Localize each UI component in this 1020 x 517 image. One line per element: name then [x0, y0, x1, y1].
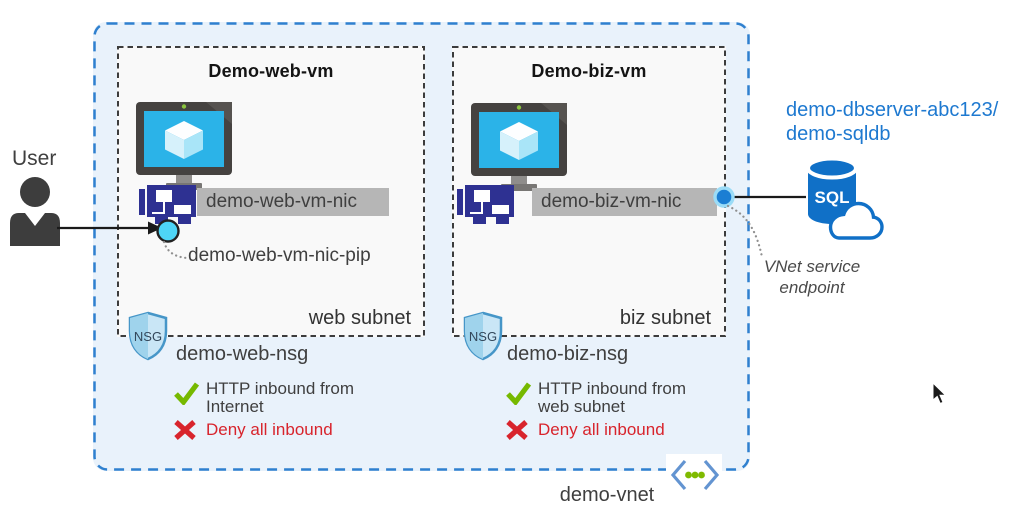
biz-nsg-shield-icon: NSG	[463, 311, 503, 361]
service-endpoint-line2: endpoint	[779, 278, 845, 297]
web-nsg-badge-text: NSG	[134, 329, 162, 344]
virtual-network-icon	[671, 459, 719, 491]
web-deny-rule-text: Deny all inbound	[206, 420, 333, 439]
service-endpoint-label: VNet service endpoint	[752, 256, 872, 298]
sql-db-name: demo-sqldb	[786, 123, 891, 145]
biz-vm-title: Demo-biz-vm	[531, 61, 647, 81]
web-nsg-shield-icon: NSG	[128, 311, 168, 361]
web-nsg-name: demo-web-nsg	[176, 343, 309, 365]
sql-server-name: demo-dbserver-abc123/	[786, 99, 999, 121]
biz-deny-rule-text: Deny all inbound	[538, 420, 665, 439]
biz-nic-label: demo-biz-vm-nic	[532, 188, 717, 216]
biz-nic-icon	[457, 185, 514, 224]
biz-nsg-badge-text: NSG	[469, 329, 497, 344]
web-vm-monitor-icon	[136, 102, 232, 190]
web-nic-icon	[139, 185, 196, 224]
web-pip-label: demo-web-vm-nic-pip	[188, 245, 371, 266]
web-allow-rule-line2: Internet	[206, 397, 264, 416]
web-allow-rule-line1: HTTP inbound from	[206, 379, 355, 398]
web-subnet-label: web subnet	[308, 307, 411, 329]
sql-server-label: demo-dbserver-abc123/ demo-sqldb	[786, 98, 998, 146]
web-allow-check-icon	[174, 382, 200, 405]
sql-cloud-icon	[828, 201, 884, 240]
web-deny-x-icon	[174, 420, 196, 440]
biz-nsg-name: demo-biz-nsg	[507, 343, 629, 365]
biz-allow-check-icon	[506, 382, 532, 405]
biz-deny-x-icon	[506, 420, 528, 440]
mouse-cursor	[932, 381, 947, 405]
user-icon	[10, 177, 60, 246]
biz-subnet-label: biz subnet	[619, 307, 711, 329]
biz-vm-monitor-icon	[471, 103, 567, 191]
web-nic-label: demo-web-vm-nic	[197, 188, 389, 216]
user-label: User	[12, 147, 57, 170]
sql-icon-text: SQL	[815, 188, 850, 207]
vnet-name-label: demo-vnet	[559, 484, 655, 506]
biz-allow-rule-line1: HTTP inbound from	[538, 379, 687, 398]
biz-allow-rule-line2: web subnet	[538, 397, 625, 416]
service-endpoint-line1: VNet service	[763, 257, 861, 276]
web-vm-title: Demo-web-vm	[208, 61, 334, 81]
